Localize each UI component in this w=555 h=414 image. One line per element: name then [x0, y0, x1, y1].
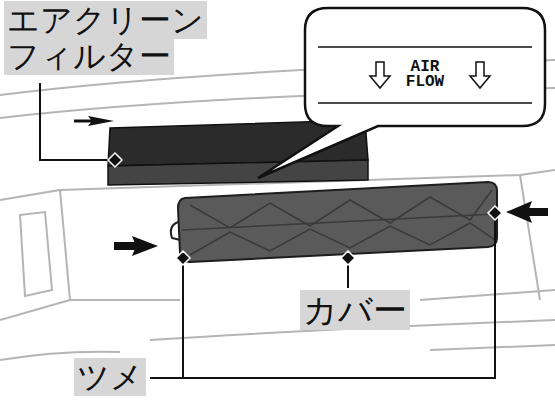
part-label: エアクリーン フィルター	[4, 3, 216, 75]
part-name: エアクリーン フィルター	[4, 1, 207, 75]
airflow-text: AIR FLOW	[397, 60, 453, 90]
part-label: ツメ	[74, 360, 164, 396]
part-label: カバー	[300, 291, 440, 329]
callout-box: AIR FLOW	[397, 60, 453, 90]
callout-bubble	[258, 8, 545, 178]
part-name: ツメ	[74, 358, 146, 396]
part-name: カバー	[300, 290, 410, 330]
cover-part	[171, 182, 497, 262]
